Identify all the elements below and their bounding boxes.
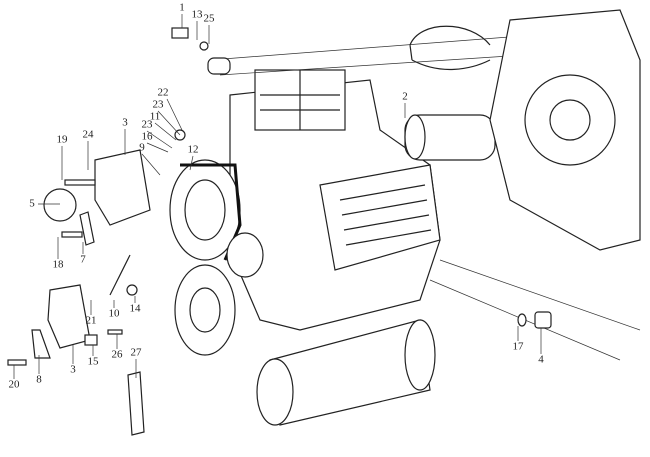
- callout-16: 16: [141, 130, 153, 143]
- starter-solenoid: [404, 114, 496, 161]
- alternator-parts-upper: [43, 129, 186, 246]
- pulleys-and-belt: [169, 159, 264, 356]
- fitting-and-washer: [517, 311, 552, 329]
- callout-3b: 3: [70, 363, 76, 376]
- callout-8: 8: [36, 373, 42, 386]
- callout-9: 9: [139, 141, 145, 154]
- leader-lines: [13, 14, 542, 379]
- callout-17: 17: [512, 340, 524, 353]
- flywheel-housing: [489, 9, 641, 251]
- engine-block: [209, 29, 641, 361]
- callout-3: 3: [122, 116, 128, 129]
- callout-7: 7: [80, 253, 86, 266]
- callout-25: 25: [203, 12, 215, 25]
- callout-22: 22: [157, 86, 169, 99]
- callout-5: 5: [29, 197, 35, 210]
- starter-motor: [256, 319, 436, 426]
- callout-10: 10: [108, 307, 120, 320]
- callout-24: 24: [82, 128, 94, 141]
- callout-4: 4: [538, 353, 544, 366]
- callout-12: 12: [187, 143, 199, 156]
- callout-21: 21: [85, 314, 97, 327]
- callout-26: 26: [111, 348, 123, 361]
- callout-15: 15: [87, 355, 99, 368]
- callout-19: 19: [56, 133, 68, 146]
- sensor-and-pipe: [171, 25, 491, 75]
- callout-13: 13: [191, 8, 203, 21]
- callout-14: 14: [129, 302, 141, 315]
- callout-18: 18: [52, 258, 64, 271]
- alternator-parts-lower: [7, 254, 145, 436]
- callout-11: 11: [149, 110, 161, 123]
- callout-27: 27: [130, 346, 142, 359]
- callout-20: 20: [8, 378, 20, 391]
- callout-2: 2: [402, 90, 408, 103]
- callout-23: 23: [152, 98, 164, 111]
- callout-1: 1: [179, 1, 185, 14]
- callout-23b: 23: [141, 118, 153, 131]
